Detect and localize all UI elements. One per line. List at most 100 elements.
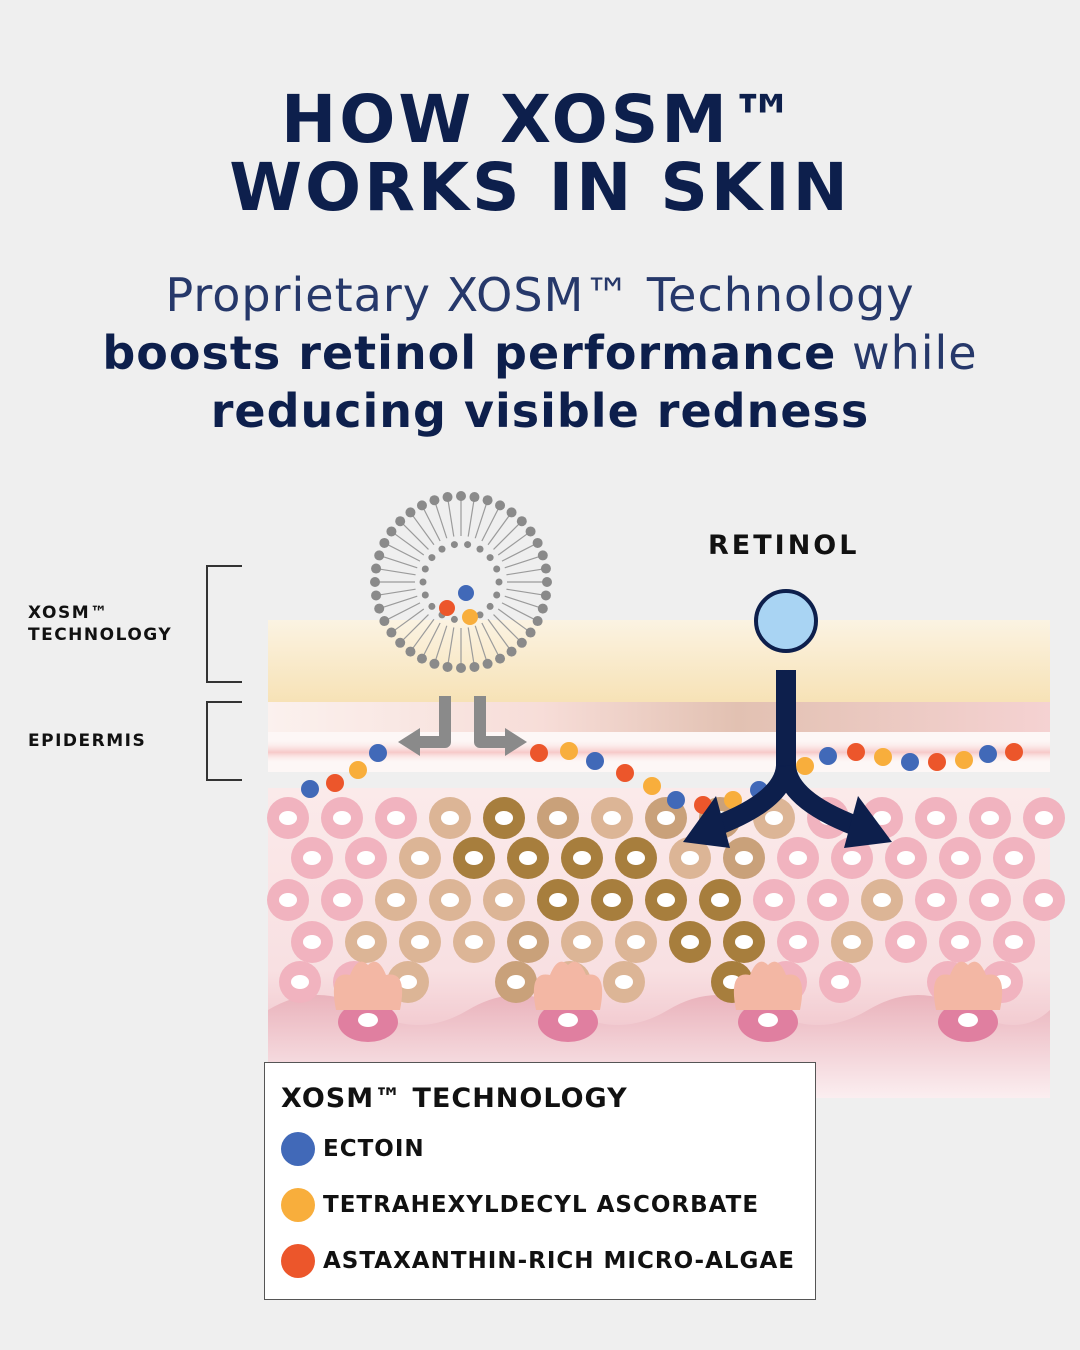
cell-nucleus <box>615 975 633 989</box>
ingredient-dot <box>586 752 604 770</box>
subtitle-line-3: reducing visible redness <box>0 382 1080 440</box>
lipid-head <box>417 654 427 664</box>
page-title: HOW XOSM™ WORKS IN SKIN <box>0 86 1080 222</box>
subtitle-line-1: Proprietary XOSM™ Technology <box>0 266 1080 324</box>
cell-nucleus <box>789 851 807 865</box>
lipid-head-inner <box>428 554 435 561</box>
lipid-head <box>538 604 548 614</box>
cell-nucleus <box>507 975 525 989</box>
cell-nucleus <box>627 935 645 949</box>
lipid-head-inner <box>487 603 494 610</box>
ingredient-dot <box>819 747 837 765</box>
cell-nucleus <box>831 975 849 989</box>
xosm-bracket <box>207 566 242 682</box>
lipid-head <box>395 516 405 526</box>
lipid-tail <box>448 497 454 537</box>
cell-nucleus <box>495 893 513 907</box>
cell-nucleus <box>951 935 969 949</box>
lipid-tail <box>400 521 428 549</box>
ingredient-dot <box>955 751 973 769</box>
lipid-head-inner <box>487 554 494 561</box>
cell-nucleus <box>303 851 321 865</box>
lipid-head <box>443 662 453 672</box>
ingredient-dot <box>643 777 661 795</box>
lipid-head-inner <box>496 579 503 586</box>
epidermis-bracket <box>207 702 242 780</box>
lipid-tail <box>410 512 434 544</box>
cell-nucleus <box>291 975 309 989</box>
lipid-head-inner <box>422 566 429 573</box>
lipid-head <box>526 526 536 536</box>
ingredient-dot <box>349 761 367 779</box>
lipid-head <box>541 590 551 600</box>
lipid-head <box>541 564 551 574</box>
cell-nucleus <box>735 935 753 949</box>
ingredient-dot <box>530 744 548 762</box>
ectoin-dot <box>458 585 474 601</box>
legend-item-micro-algae: ASTAXANTHIN-RICH MICRO-ALGAE <box>281 1243 795 1279</box>
cell-nucleus <box>657 893 675 907</box>
cell-nucleus <box>789 935 807 949</box>
micro-algae-dot <box>439 600 455 616</box>
subtitle-line-2-light: while <box>836 326 977 380</box>
lipid-tail <box>506 569 546 575</box>
cell-nucleus <box>1005 851 1023 865</box>
cell-nucleus <box>441 893 459 907</box>
lipid-head-inner <box>439 546 446 553</box>
cell-nucleus <box>765 893 783 907</box>
ingredient-dot <box>1005 743 1023 761</box>
cell-nucleus <box>495 811 513 825</box>
lipid-head <box>517 516 527 526</box>
lipid-head <box>542 577 552 587</box>
cell-nucleus <box>1035 893 1053 907</box>
lipid-head-inner <box>451 541 458 548</box>
lipid-head <box>386 628 396 638</box>
lipid-head <box>533 616 543 626</box>
cell-nucleus <box>681 851 699 865</box>
legend-label: ASTAXANTHIN-RICH MICRO-ALGAE <box>323 1248 795 1274</box>
lipid-head <box>417 500 427 510</box>
retinol-molecule <box>756 591 816 651</box>
cell-nucleus <box>573 851 591 865</box>
epidermis-label: EPIDERMIS <box>28 730 146 752</box>
lipid-tail <box>376 589 416 595</box>
ingredient-dot <box>560 742 578 760</box>
lipid-head-inner <box>477 546 484 553</box>
cell-nucleus <box>411 851 429 865</box>
cell-nucleus <box>627 851 645 865</box>
cell-nucleus <box>279 893 297 907</box>
subtitle-line-2: boosts retinol performance while <box>0 324 1080 382</box>
lipid-head <box>379 616 389 626</box>
cell-nucleus <box>279 811 297 825</box>
lipid-head-inner <box>493 566 500 573</box>
subtitle-line-2-bold: boosts retinol performance <box>102 326 836 380</box>
xosm-label-line-2: TECHNOLOGY <box>28 624 172 646</box>
cell-nucleus <box>927 811 945 825</box>
epidermis-band <box>268 702 1050 734</box>
xosm-liposome <box>370 491 552 673</box>
lipid-head <box>371 590 381 600</box>
cell-nucleus <box>387 811 405 825</box>
subtitle: Proprietary XOSM™ Technology boosts reti… <box>0 266 1080 440</box>
lipid-head <box>395 638 405 648</box>
lipid-head <box>370 577 380 587</box>
upper-skin-layer <box>268 620 1050 702</box>
cell-nucleus <box>897 851 915 865</box>
cell-nucleus <box>519 851 537 865</box>
cell-nucleus <box>441 811 459 825</box>
lipid-head-inner <box>428 603 435 610</box>
legend-label: ECTOIN <box>323 1136 425 1162</box>
lipid-tail <box>498 531 530 555</box>
ingredient-dot <box>326 774 344 792</box>
skin-diagram <box>0 470 1080 1110</box>
lipid-head <box>526 628 536 638</box>
cell-nucleus <box>897 935 915 949</box>
cell-nucleus <box>333 893 351 907</box>
cell-nucleus <box>333 811 351 825</box>
lipid-head <box>371 564 381 574</box>
cell-nucleus <box>843 851 861 865</box>
lipid-head <box>405 647 415 657</box>
lipid-tail <box>488 512 512 544</box>
cell-nucleus <box>549 811 567 825</box>
lipid-tail <box>468 497 474 537</box>
